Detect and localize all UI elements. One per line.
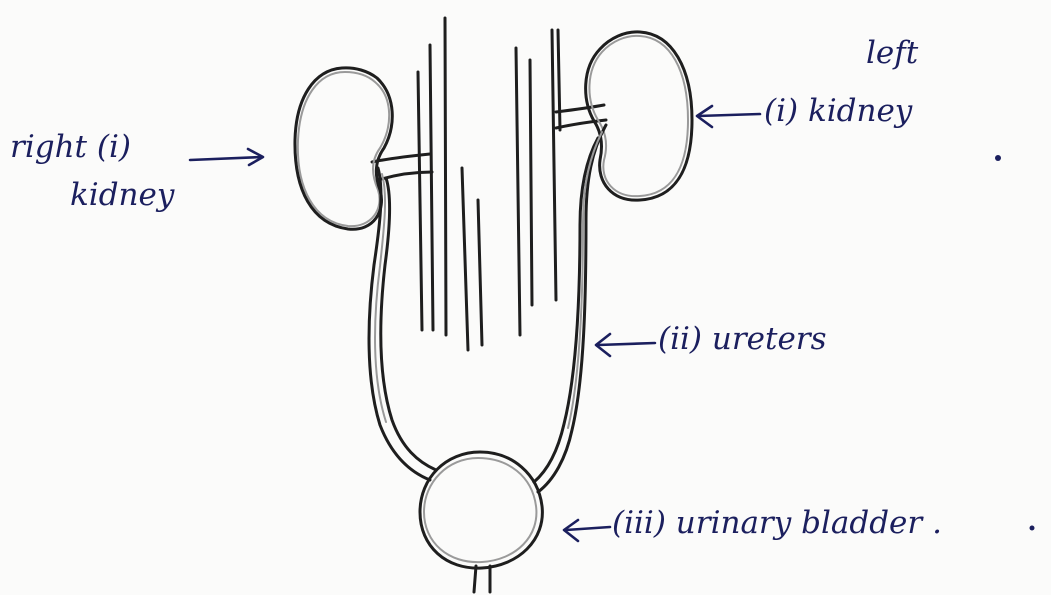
ink-dot	[1030, 526, 1035, 531]
label-right-kidney-line2: kidney	[70, 178, 174, 212]
label-right-kidney-line1: right (i)	[10, 130, 131, 164]
label-left-kidney-line2: (i) kidney	[764, 94, 912, 128]
label-ureters: (ii) ureters	[658, 322, 827, 356]
urinary-bladder-shape	[420, 452, 542, 592]
ink-dot	[995, 155, 1001, 161]
arrow-ureters	[596, 334, 655, 356]
ureters-shape	[369, 125, 606, 492]
label-left-kidney-line1: left	[866, 36, 918, 70]
arrow-bladder	[564, 520, 610, 541]
label-urinary-bladder: (iii) urinary bladder .	[612, 506, 942, 540]
arrow-left-kidney	[697, 106, 760, 127]
left-kidney-shape	[586, 32, 692, 200]
blood-vessels	[418, 18, 560, 350]
renal-vessels	[372, 105, 606, 180]
arrow-right-kidney	[190, 149, 263, 165]
right-kidney-shape	[295, 68, 392, 229]
